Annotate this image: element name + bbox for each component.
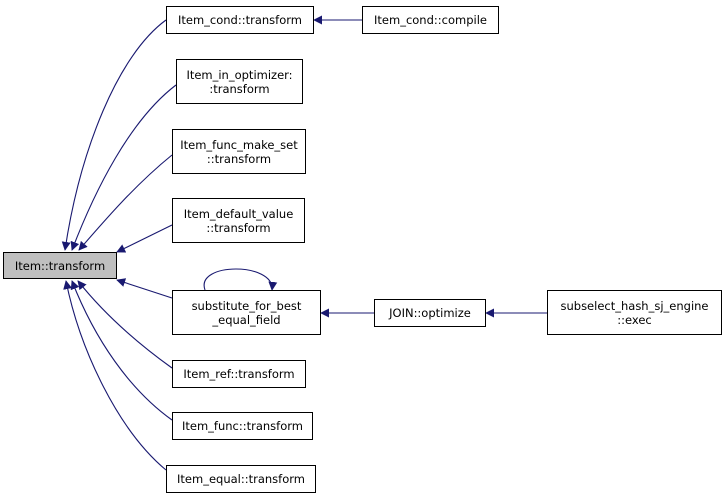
edge-item_default_value_transform-to-item_transform <box>116 224 173 253</box>
node-item-equal-transform[interactable]: Item_equal::transform <box>166 465 316 493</box>
node-label-line: Item_in_optimizer: <box>186 67 293 82</box>
edge-substitute_for_best_equal_field-to-item_transform <box>116 278 173 299</box>
node-item-ref-transform[interactable]: Item_ref::transform <box>172 360 306 388</box>
edge-item_func_make_set_transform-to-item_transform <box>78 154 173 251</box>
node-label-line: JOIN::optimize <box>389 306 471 320</box>
node-subselect-hash-sj-engine-exec[interactable]: subselect_hash_sj_engine::exec <box>547 290 722 335</box>
edge-item_cond_transform-to-item_transform <box>61 19 167 251</box>
edge-item_func_transform-to-item_transform <box>70 280 173 421</box>
node-label-line: Item_ref::transform <box>183 367 295 381</box>
node-label-line: Item_func_make_set <box>180 137 298 152</box>
edge-item_ref_transform-to-item_transform <box>77 280 173 369</box>
node-item-func-make-set-transform[interactable]: Item_func_make_set::transform <box>172 129 306 174</box>
node-label-line: :transform <box>209 81 270 96</box>
node-item-default-value-transform[interactable]: Item_default_value::transform <box>172 198 305 243</box>
node-label-line: Item_func::transform <box>181 419 303 433</box>
edge-item_equal_transform-to-item_transform <box>63 280 167 471</box>
node-item-in-optimizer-transform[interactable]: Item_in_optimizer::transform <box>176 59 303 104</box>
node-label-line: Item_equal::transform <box>177 472 305 486</box>
node-label-line: ::exec <box>617 312 652 327</box>
node-label-line: ::transform <box>206 220 271 235</box>
node-label-line: subselect_hash_sj_engine <box>560 298 709 313</box>
node-label-line: Item::transform <box>14 258 106 273</box>
node-substitute-for-best-equal-field[interactable]: substitute_for_best_equal_field <box>172 290 321 335</box>
node-label-line: Item_default_value <box>183 206 294 221</box>
edge-item_in_optimizer_transform-to-item_transform <box>70 84 177 251</box>
node-item-cond-compile[interactable]: Item_cond::compile <box>362 6 499 34</box>
node-item-func-transform[interactable]: Item_func::transform <box>172 412 313 440</box>
node-item-transform[interactable]: Item::transform <box>3 252 117 279</box>
node-item-cond-transform[interactable]: Item_cond::transform <box>166 6 314 34</box>
node-join-optimize[interactable]: JOIN::optimize <box>374 299 486 327</box>
node-label-line: substitute_for_best <box>191 298 302 313</box>
node-label-line: _equal_field <box>212 312 281 327</box>
node-label-line: Item_cond::compile <box>374 13 487 27</box>
edge-substitute_for_best_equal_field-to-substitute_for_best_equal_field <box>203 268 278 291</box>
node-label-line: Item_cond::transform <box>177 13 302 27</box>
node-label-line: ::transform <box>206 151 272 166</box>
